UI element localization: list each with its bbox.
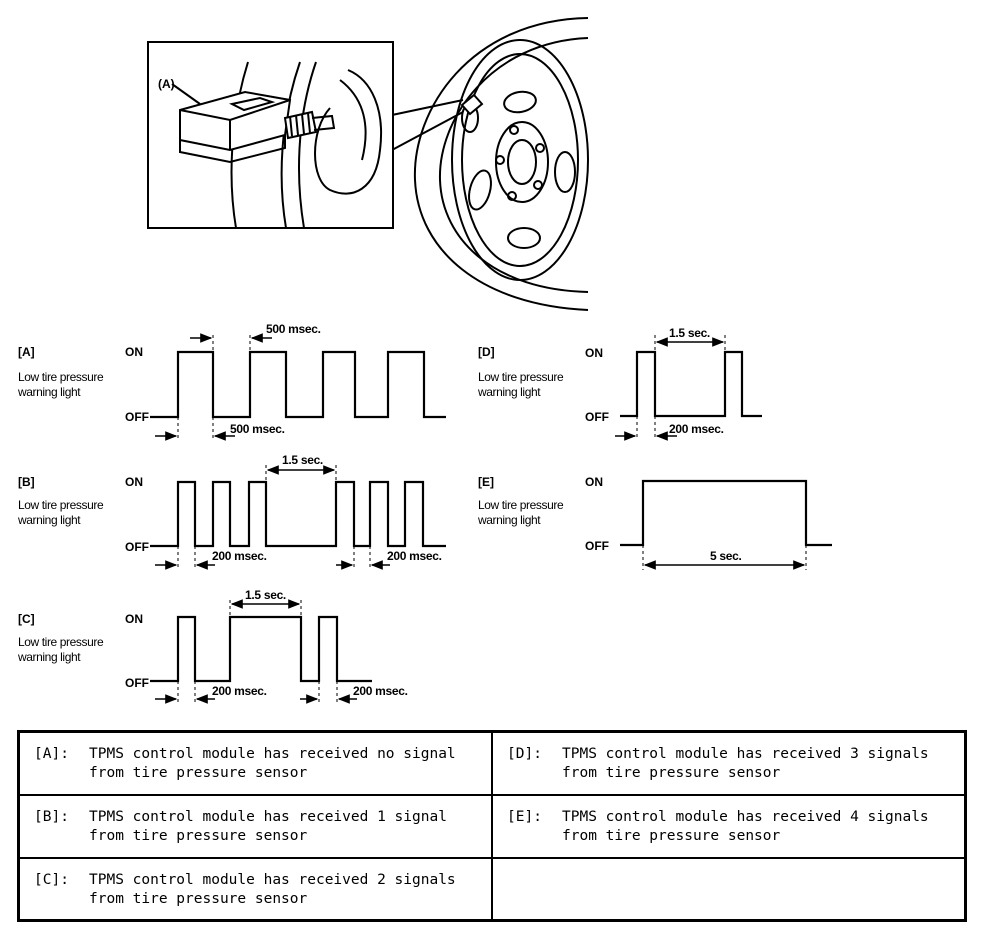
diagram-a-description: Low tire pressure warning light <box>18 370 104 399</box>
legend-key-d: [D]: <box>507 746 542 762</box>
diagram-d-bottom-dimension: 200 msec. <box>669 422 724 436</box>
diagram-e-bottom-dimension: 5 sec. <box>710 549 742 563</box>
diagram-a-on-label: ON <box>125 345 143 359</box>
legend-cell-empty <box>491 856 967 922</box>
diagram-c-top-dimension: 1.5 sec. <box>245 588 286 602</box>
legend-text-a: TPMS control module has received no sign… <box>89 746 456 781</box>
tester-callout-label: (A) <box>158 77 175 91</box>
diagram-b-top-dimension: 1.5 sec. <box>282 453 323 467</box>
diagram-c-bottom-dimension-right: 200 msec. <box>353 684 408 698</box>
warning-light-waveforms <box>150 333 832 704</box>
diagram-a-bottom-dimension: 500 msec. <box>230 422 285 436</box>
diagram-b-bottom-dimension-right: 200 msec. <box>387 549 442 563</box>
diagram-b-off-label: OFF <box>125 540 149 554</box>
diagram-d-top-dimension: 1.5 sec. <box>669 326 710 340</box>
diagram-d-on-label: ON <box>585 346 603 360</box>
waveform-b <box>150 480 446 548</box>
diagram-c-tag: [C] <box>18 612 35 626</box>
diagram-e-on-label: ON <box>585 475 603 489</box>
legend-text-e: TPMS control module has received 4 signa… <box>562 808 929 844</box>
legend-cell-d: [D]: TPMS control module has received 3 … <box>491 730 967 796</box>
legend-cell-b: [B]: TPMS control module has received 1 … <box>17 793 493 859</box>
legend-cell-a: [A]: TPMS control module has received no… <box>17 730 493 796</box>
legend-key-b: [B]: <box>34 808 69 825</box>
tire-outline <box>413 17 589 311</box>
legend-key-e: [E]: <box>507 808 542 825</box>
waveform-d <box>620 350 762 418</box>
wheel-rim <box>451 39 589 281</box>
diagram-a-top-dimension: 500 msec. <box>266 322 321 336</box>
diagram-d-description: Low tire pressure warning light <box>478 370 564 399</box>
diagram-e-off-label: OFF <box>585 539 609 553</box>
legend-cell-c: [C]: TPMS control module has received 2 … <box>17 856 493 922</box>
legend-key-c: [C]: <box>34 871 69 888</box>
waveform-a <box>150 350 446 419</box>
legend-text-c: TPMS control module has received 2 signa… <box>89 871 456 907</box>
diagram-b-tag: [B] <box>18 475 35 489</box>
diagram-e-tag: [E] <box>478 475 494 489</box>
legend-key-a: [A]: <box>34 746 69 762</box>
diagram-d-off-label: OFF <box>585 410 609 424</box>
legend-table: [A]: TPMS control module has received no… <box>17 730 967 922</box>
diagram-b-description: Low tire pressure warning light <box>18 498 104 527</box>
diagram-a-tag: [A] <box>18 345 35 359</box>
diagram-c-on-label: ON <box>125 612 143 626</box>
diagram-c-off-label: OFF <box>125 676 149 690</box>
diagram-c-description: Low tire pressure warning light <box>18 635 104 664</box>
diagram-d-tag: [D] <box>478 345 495 359</box>
tpms-tester-illustration <box>147 17 589 311</box>
legend-cell-e: [E]: TPMS control module has received 4 … <box>491 793 967 859</box>
waveform-e <box>620 479 832 547</box>
diagram-b-bottom-dimension-left: 200 msec. <box>212 549 267 563</box>
legend-text-d: TPMS control module has received 3 signa… <box>562 746 929 781</box>
diagram-a-off-label: OFF <box>125 410 149 424</box>
diagram-e-description: Low tire pressure warning light <box>478 498 564 527</box>
waveform-c <box>150 615 372 683</box>
legend-text-b: TPMS control module has received 1 signa… <box>89 808 447 844</box>
diagram-b-on-label: ON <box>125 475 143 489</box>
diagram-c-bottom-dimension-left: 200 msec. <box>212 684 267 698</box>
